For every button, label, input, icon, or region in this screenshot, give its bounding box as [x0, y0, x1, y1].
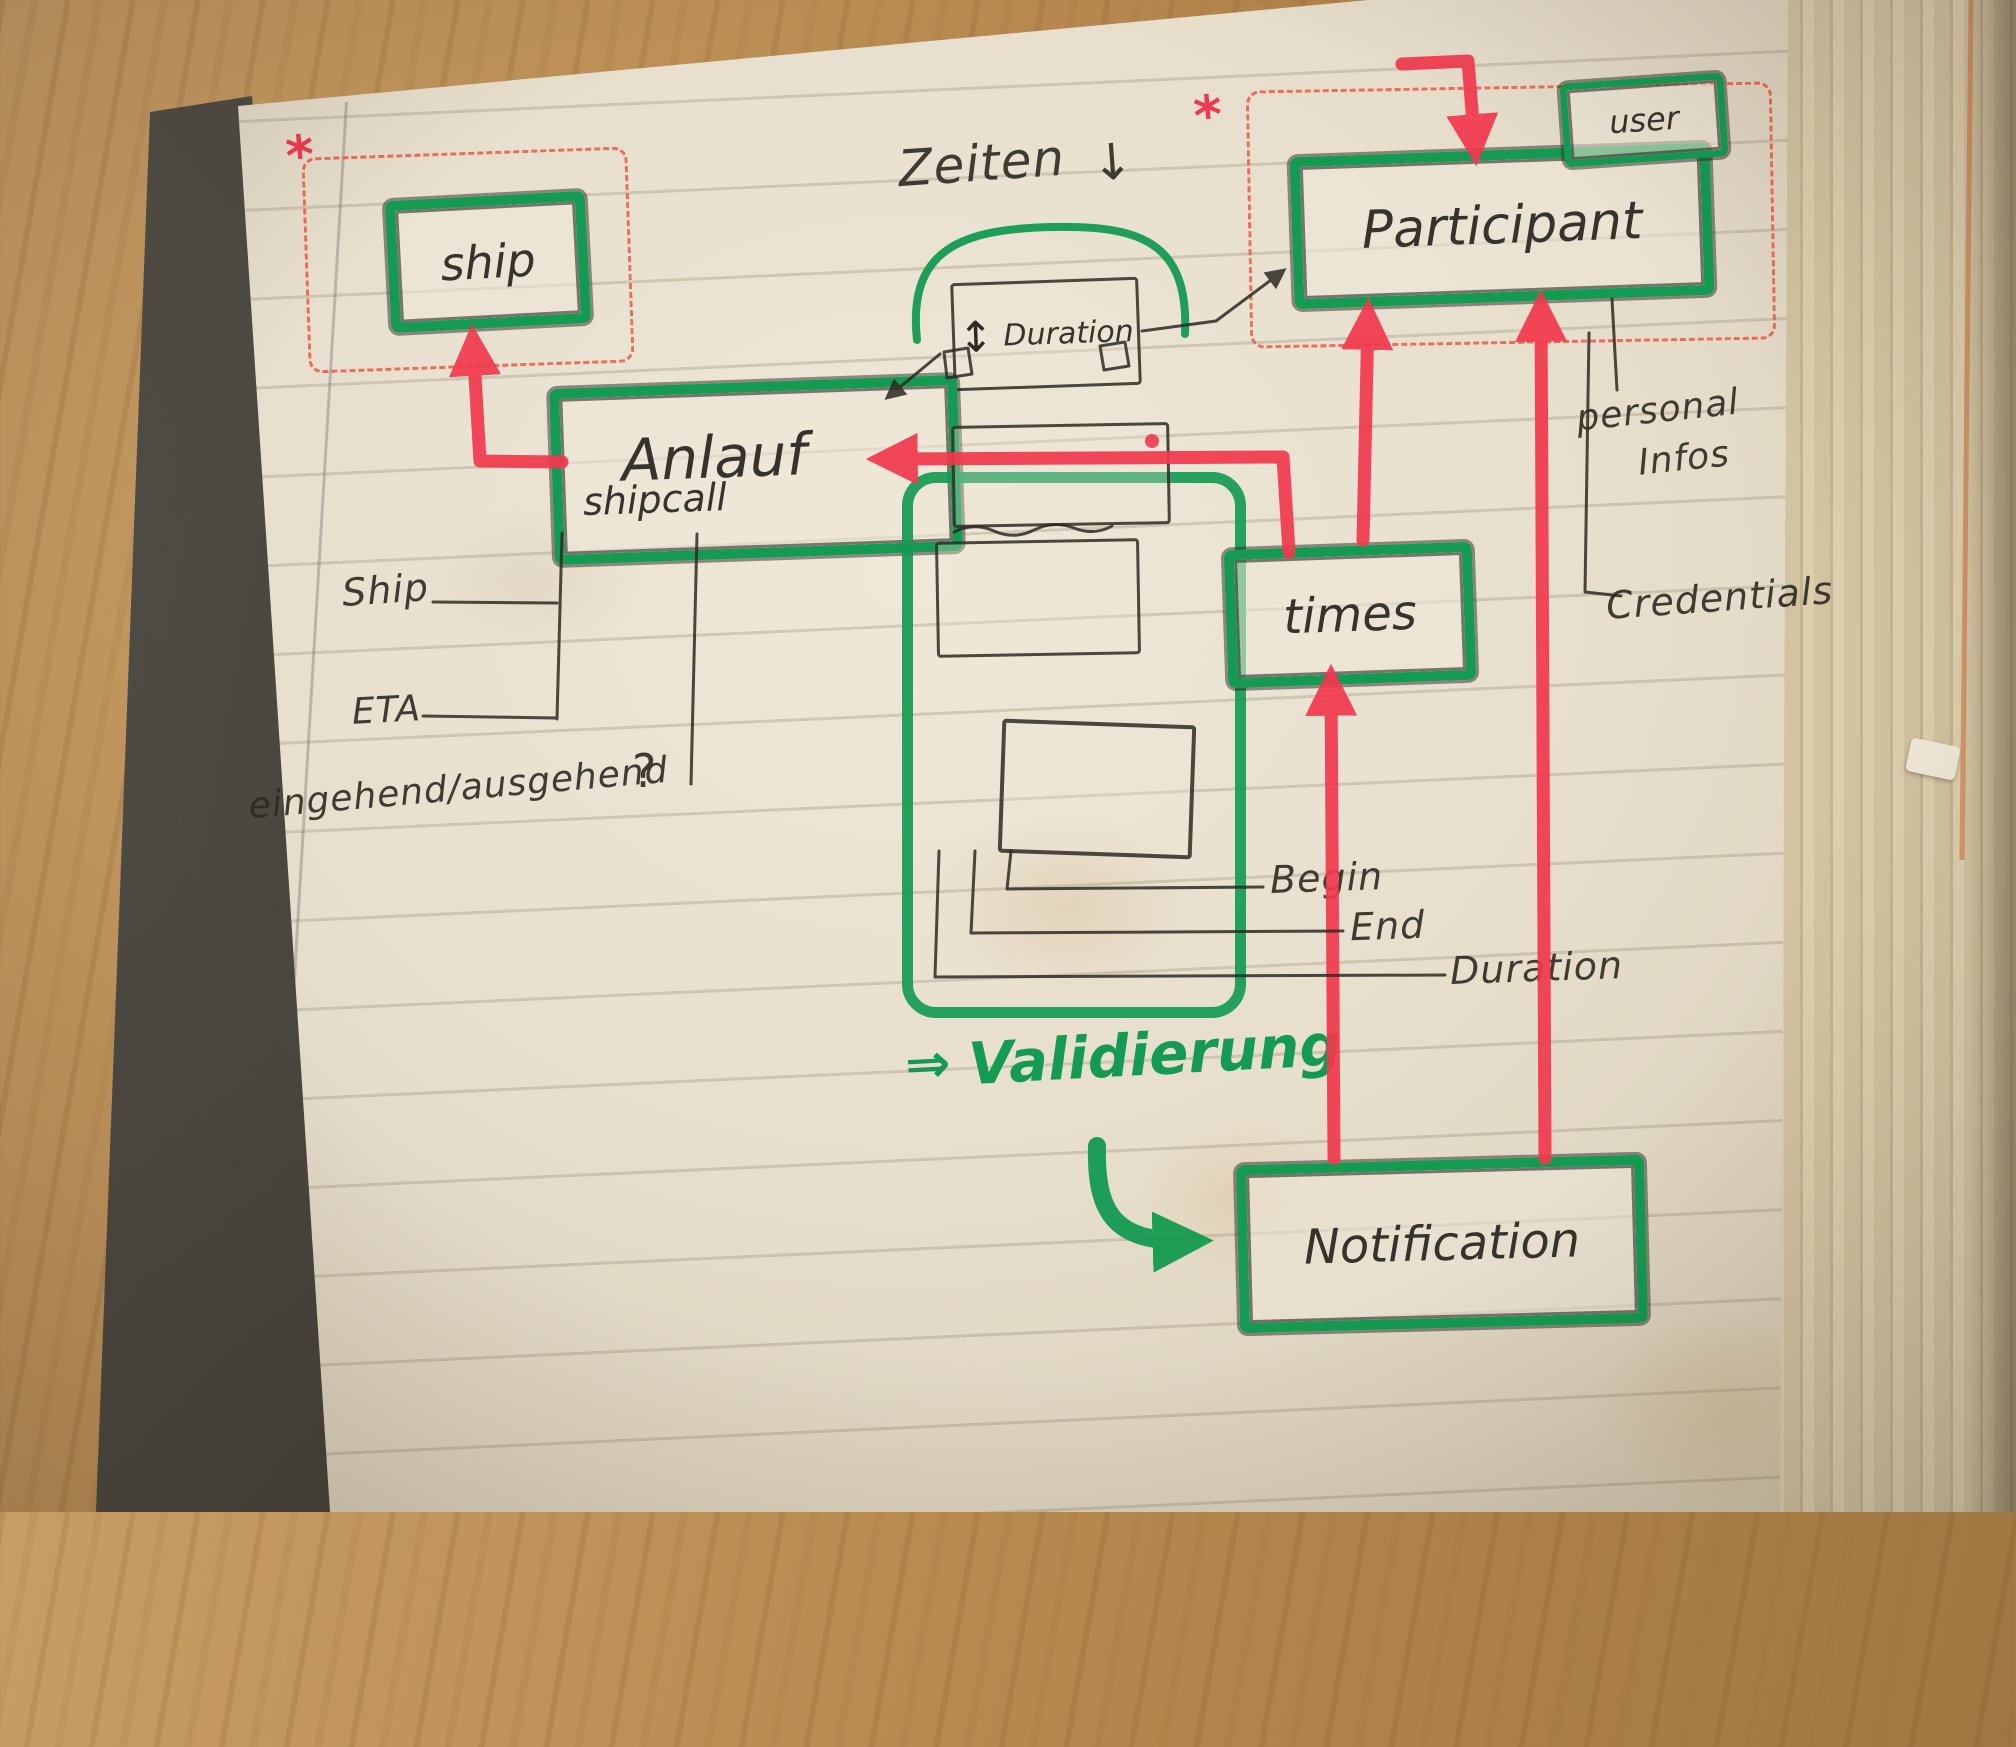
duration-box-label: Duration	[1002, 313, 1135, 353]
zeiten-heading-text: Zeiten	[896, 128, 1067, 199]
attr-duration: Duration	[1449, 942, 1624, 994]
duration-box: ↕ Duration	[950, 276, 1142, 392]
anlauf-box: Anlauf shipcall	[549, 374, 963, 566]
time-entry-box-1	[951, 422, 1171, 528]
attr-eta: ETA	[350, 688, 423, 733]
attr-begin: Begin	[1269, 854, 1384, 902]
times-box: times	[1223, 541, 1477, 689]
notification-box-label: Notification	[1303, 1212, 1581, 1276]
attr-eingehend-ausgehend: eingehend/ausgehend	[247, 749, 670, 828]
attr-personal: personal	[1574, 381, 1742, 440]
double-arrow-icon: ⇒	[903, 1031, 953, 1097]
attr-end: End	[1349, 902, 1426, 950]
ship-box: ship	[384, 190, 592, 334]
zeiten-heading: Zeiten ↓	[896, 124, 1137, 199]
sketch-diagram: * ship Zeiten ↓ ↕ Duration * Participant…	[247, 72, 1835, 1334]
times-box-label: times	[1282, 584, 1418, 646]
attr-question-mark: ?	[632, 744, 658, 798]
user-box: user	[1559, 72, 1729, 168]
participant-box-label: Participant	[1360, 191, 1644, 261]
time-entry-box-2	[935, 538, 1141, 658]
validierung-note: ⇒ Validierung	[904, 1011, 1343, 1102]
shipcall-box-label: shipcall	[582, 475, 728, 525]
time-entry-box-3	[997, 718, 1197, 860]
notification-box: Notification	[1235, 1154, 1649, 1334]
vertical-arrow-icon: ↕	[957, 311, 995, 362]
validierung-text: Validierung	[966, 1010, 1343, 1099]
ship-box-label: ship	[439, 232, 537, 292]
down-arrow-icon: ↓	[1089, 131, 1137, 193]
asterisk-participant: *	[1191, 82, 1225, 149]
attr-infos: Infos	[1636, 433, 1732, 484]
participant-box: Participant	[1289, 142, 1715, 310]
attr-credentials: Credentials	[1604, 568, 1835, 628]
attr-ship: Ship	[340, 565, 431, 615]
notebook-photo: { "colors":{ "marker_green":"#149a52", "…	[0, 0, 2016, 1512]
user-box-label: user	[1607, 98, 1681, 142]
